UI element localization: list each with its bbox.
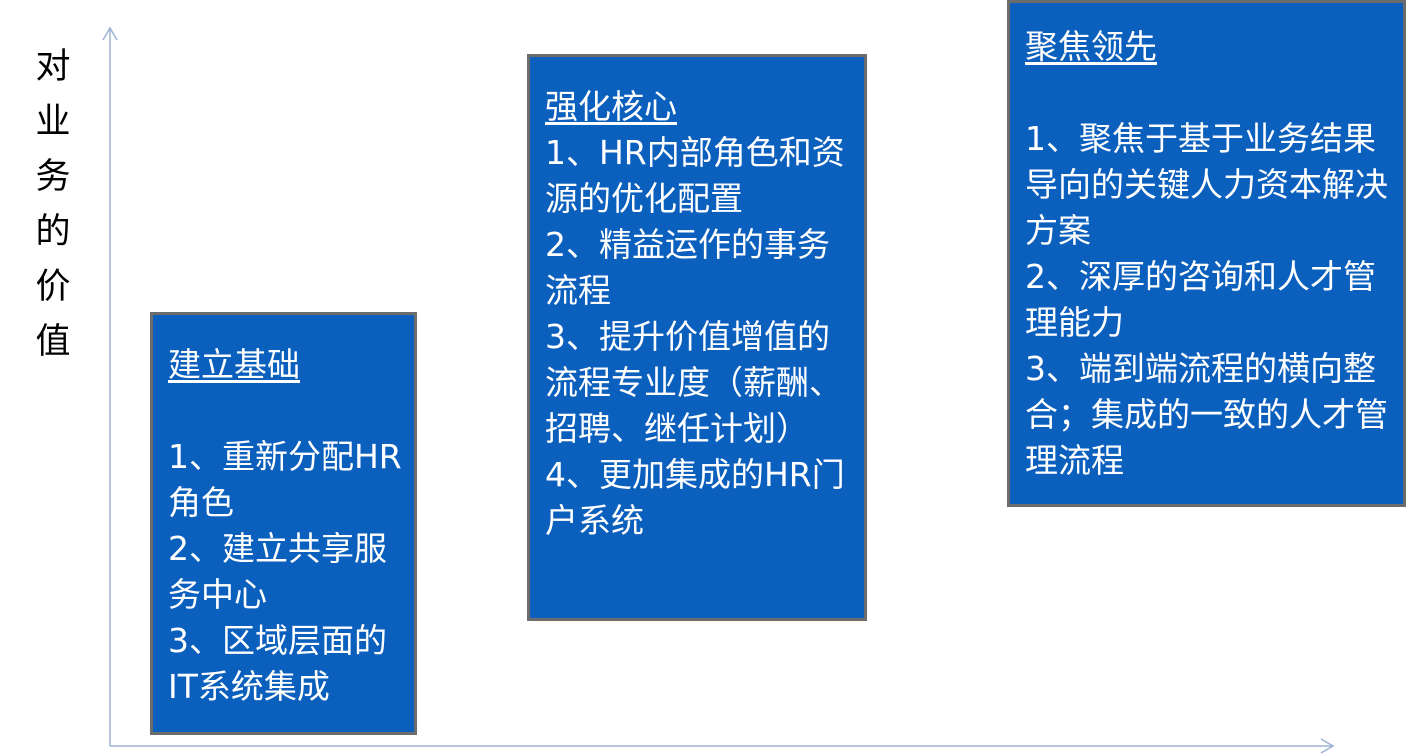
stage-item: 3、端到端流程的横向整合；集成的一致的人才管理流程 [1025,349,1388,480]
stage-item: 2、建立共享服务中心 [168,529,387,614]
stage-item: 3、提升价值增值的流程专业度（薪酬、招聘、继任计划） [545,317,842,448]
stage-item: 1、聚焦于基于业务结果导向的关键人力资本解决方案 [1025,119,1388,250]
stage-spacer [1025,70,1395,116]
stage-item: 1、HR内部角色和资源的优化配置 [545,133,845,218]
stage-item: 3、区域层面的IT系统集成 [168,621,387,706]
stage-spacer [168,388,406,434]
stage-title: 强化核心 [545,87,677,126]
y-axis-arrowhead [102,26,118,41]
stage-box-strengthen-core: 强化核心 1、HR内部角色和资源的优化配置 2、精益运作的事务流程 3、提升价值… [527,54,867,621]
stage-box-focus-leading: 聚焦领先 1、聚焦于基于业务结果导向的关键人力资本解决方案 2、深厚的咨询和人才… [1007,0,1406,507]
stage-title: 聚焦领先 [1025,27,1157,66]
stage-item: 2、深厚的咨询和人才管理能力 [1025,257,1376,342]
stage-title: 建立基础 [168,345,300,384]
y-axis-label: 对业务的价值 [35,47,71,362]
x-axis-arrowhead [1320,738,1335,754]
stage-item: 4、更加集成的HR门户系统 [545,455,845,540]
stage-box-foundation: 建立基础 1、重新分配HR角色 2、建立共享服务中心 3、区域层面的IT系统集成 [150,312,417,735]
stage-item: 1、重新分配HR角色 [168,437,402,522]
stage-item: 2、精益运作的事务流程 [545,225,830,310]
